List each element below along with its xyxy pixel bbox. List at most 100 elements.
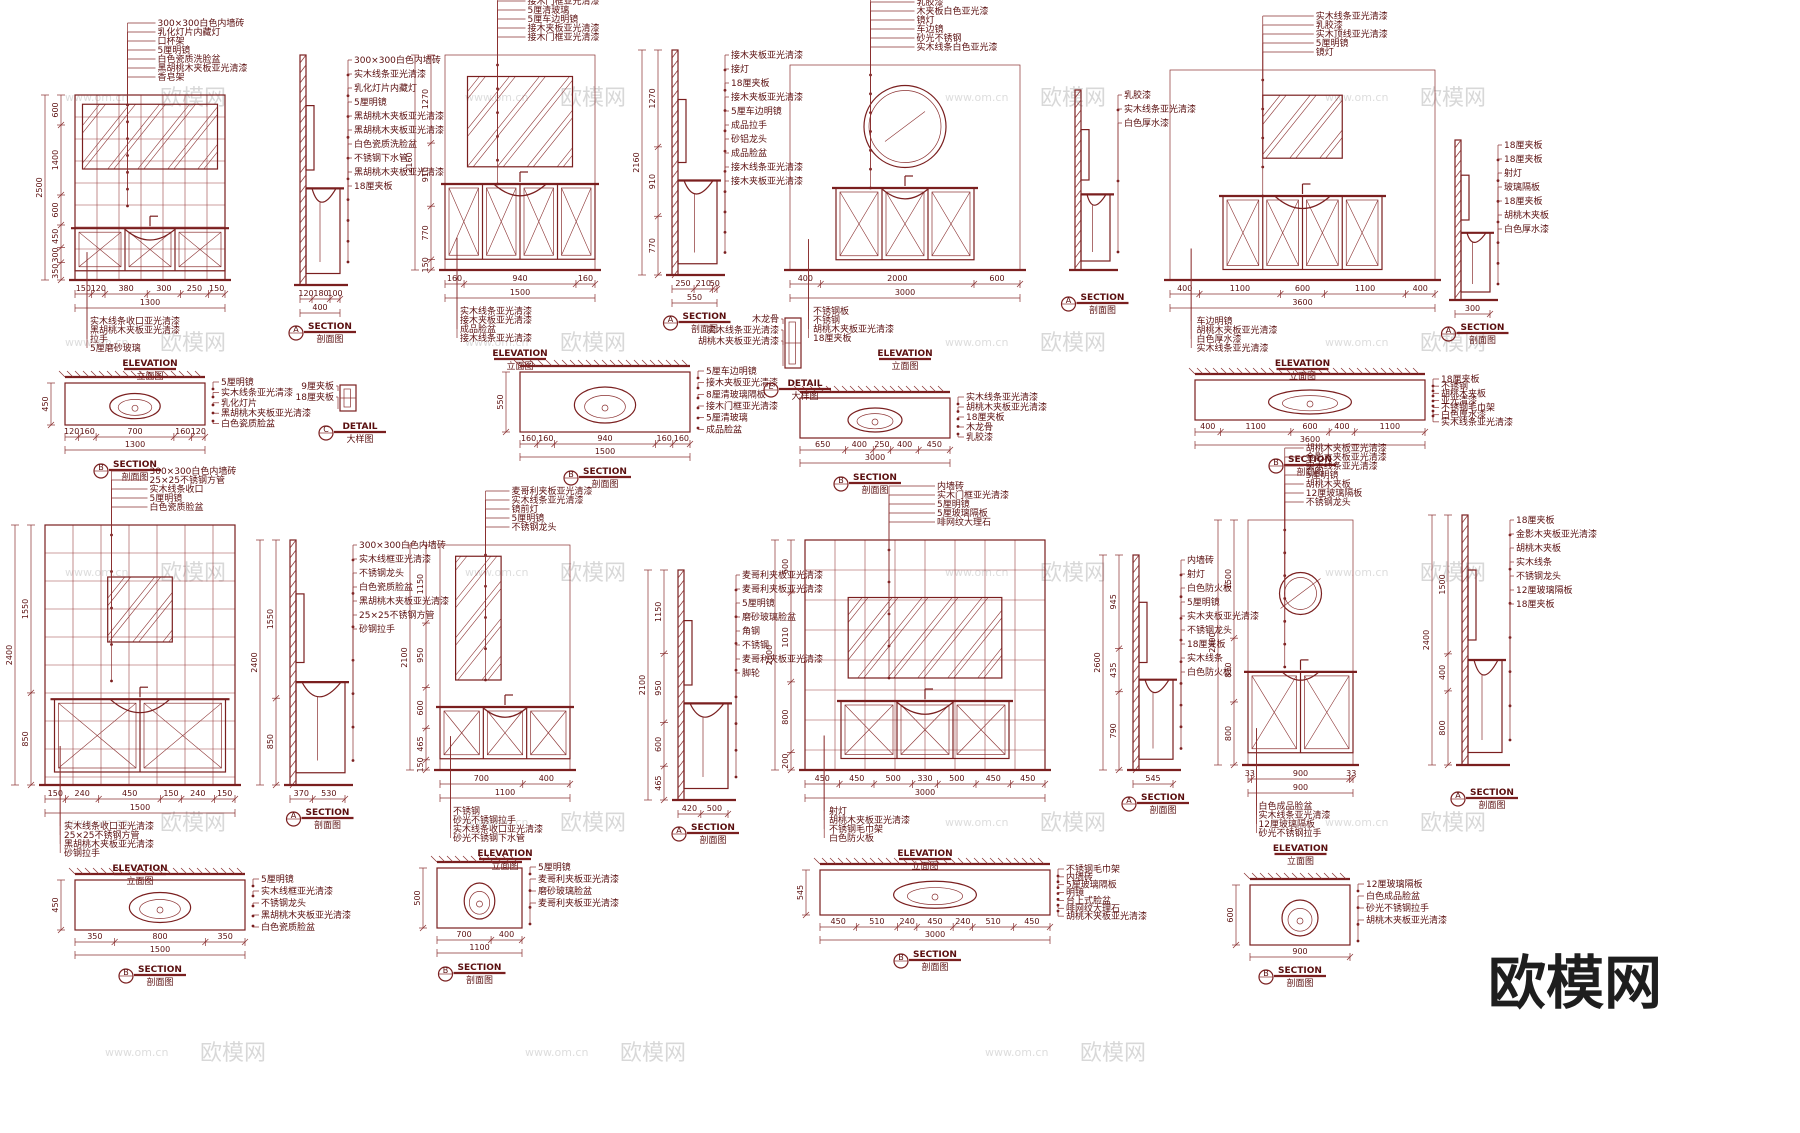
dimension-total: 1100 (495, 788, 515, 797)
mirror-profile (677, 98, 687, 164)
section-marker-letter: B (443, 966, 449, 975)
leader-dot (1431, 399, 1435, 403)
dimension-label: 450 (1020, 774, 1035, 783)
glass-hatch (848, 597, 1002, 678)
callout-label: 磨砂玻璃脸盆 (538, 885, 592, 897)
drawing-title-en: SECTION (583, 467, 627, 477)
basin-profile (1466, 232, 1487, 243)
leader-dot (1116, 250, 1120, 254)
plan-countertop (436, 867, 523, 929)
wash-basin (493, 183, 547, 197)
watermark-url: www.om.cn (65, 336, 128, 349)
dimension-label: 600 (416, 700, 425, 715)
watermark-text: 欧模网 (560, 86, 626, 111)
round-mirror (1278, 571, 1323, 616)
drawing-title-cn: 剖面图 (1469, 334, 1496, 346)
dimension-label: 150 (209, 284, 224, 293)
watermark-text: 欧模网 (160, 561, 226, 586)
dimension-total: 3000 (865, 453, 885, 462)
watermark-text: 欧模网 (160, 811, 226, 836)
drawing-title-cn: 剖面图 (314, 819, 341, 831)
round-mirror-inner (868, 90, 942, 163)
callout-label: 不锈钢龙头 (261, 897, 306, 909)
leader-dot (956, 432, 960, 436)
leader-dot (1056, 892, 1060, 895)
plan-basin-inner (139, 899, 181, 919)
dimension-label: 160 (447, 274, 462, 283)
callout-label: 射灯 (1187, 568, 1205, 580)
dimension-label: 240 (75, 789, 90, 798)
dimension-label: 420 (682, 804, 697, 813)
leader-dot (1056, 909, 1060, 913)
callout-label: 啡网纹大理石 (1066, 902, 1120, 914)
round-mirror (863, 84, 947, 169)
panel-p16: 1500400800240018厘夹板金影木夹板亚光清漆胡桃木夹板实木线条不锈钢… (1422, 514, 1597, 811)
dimension-height: 2400 (5, 645, 14, 665)
callout-label: 内墙砖 (1066, 871, 1093, 883)
watermark-url: www.om.cn (65, 816, 128, 829)
callout-label: 成品拉手 (731, 119, 767, 131)
callout-label: 白色防火板 (1187, 582, 1232, 594)
dimension-label: 160 (175, 427, 190, 436)
plan-countertop (74, 879, 246, 931)
leader-dot (211, 411, 215, 415)
watermark-text: 欧模网 (1040, 331, 1106, 356)
dimension-label: 800 (1224, 726, 1233, 741)
callout-label: 实木线条亚光清漆 (1197, 342, 1269, 354)
callout-label: 不锈钢下水管 (354, 152, 408, 164)
dimension-label: 700 (127, 427, 142, 436)
callout-label: 5厘明镜 (354, 96, 387, 108)
dimension-label: 510 (869, 917, 884, 926)
dimension-label: 800 (152, 932, 167, 941)
leader-dot (734, 775, 738, 779)
callout-label: 实木线条亚光清漆 (354, 68, 426, 80)
callout-label: 麦哥利夹板亚光清漆 (742, 653, 823, 665)
glass-hatch (1262, 95, 1343, 159)
watermark-text: 欧模网 (1420, 331, 1486, 356)
dimension-total: 1100 (469, 943, 489, 952)
drawing-title-en: ELEVATION (1273, 844, 1328, 854)
watermark-text: 欧模网 (620, 1041, 686, 1066)
callout-label: 胡桃木夹板亚光清漆 (1197, 324, 1278, 336)
watermark-url: www.om.cn (1325, 336, 1388, 349)
callout-label: 不锈钢 (813, 314, 840, 326)
callout-label: 黑胡桃木夹板亚光清漆 (354, 124, 444, 136)
drawing-title-cn: 剖面图 (146, 976, 173, 988)
basin-profile (689, 703, 725, 718)
dimension-label: 2000 (887, 274, 907, 283)
callout-label: 实木线条 (1516, 556, 1552, 568)
drawing-title-cn: 立面图 (1287, 855, 1314, 867)
callout-label: 内墙砖 (937, 480, 964, 492)
dimension-height: 2100 (400, 647, 409, 667)
dimension-label: 450 (815, 774, 830, 783)
drawing-title-en: SECTION (1288, 455, 1332, 465)
callout-label: 18厘夹板 (296, 391, 334, 403)
basin-profile (1473, 659, 1499, 676)
dimension-label: 240 (900, 917, 915, 926)
callout-label: 12厘玻璃隔板 (1259, 818, 1315, 830)
dimension-label: 1100 (1230, 284, 1250, 293)
dimension-total: 3000 (915, 788, 935, 797)
drawing-title-cn: 剖面图 (691, 323, 718, 335)
callout-label: 胡桃木夹板亚光清漆 (1366, 914, 1447, 926)
callout-label: 成品脸盆 (706, 423, 742, 435)
watermark-text: 欧模网 (560, 561, 626, 586)
drawing-title-en: SECTION (1081, 293, 1125, 303)
dimension-label: 600 (1226, 907, 1235, 922)
callout-label: 香皂架 (158, 71, 185, 83)
watermark-text: 欧模网 (560, 331, 626, 356)
dimension-label: 160 (521, 434, 536, 443)
leader-dot (1431, 414, 1435, 418)
callout-label: 黑胡桃木夹板亚光清漆 (354, 110, 444, 122)
dimension-label: 400 (798, 274, 813, 283)
dimension-label: 150 (48, 789, 63, 798)
callout-label: 25×25不锈钢方管 (64, 829, 139, 841)
callout-label: 白色瓷质脸盆 (221, 418, 275, 430)
dimension-label: 1500 (1438, 574, 1447, 594)
dimension-label: 940 (597, 434, 612, 443)
